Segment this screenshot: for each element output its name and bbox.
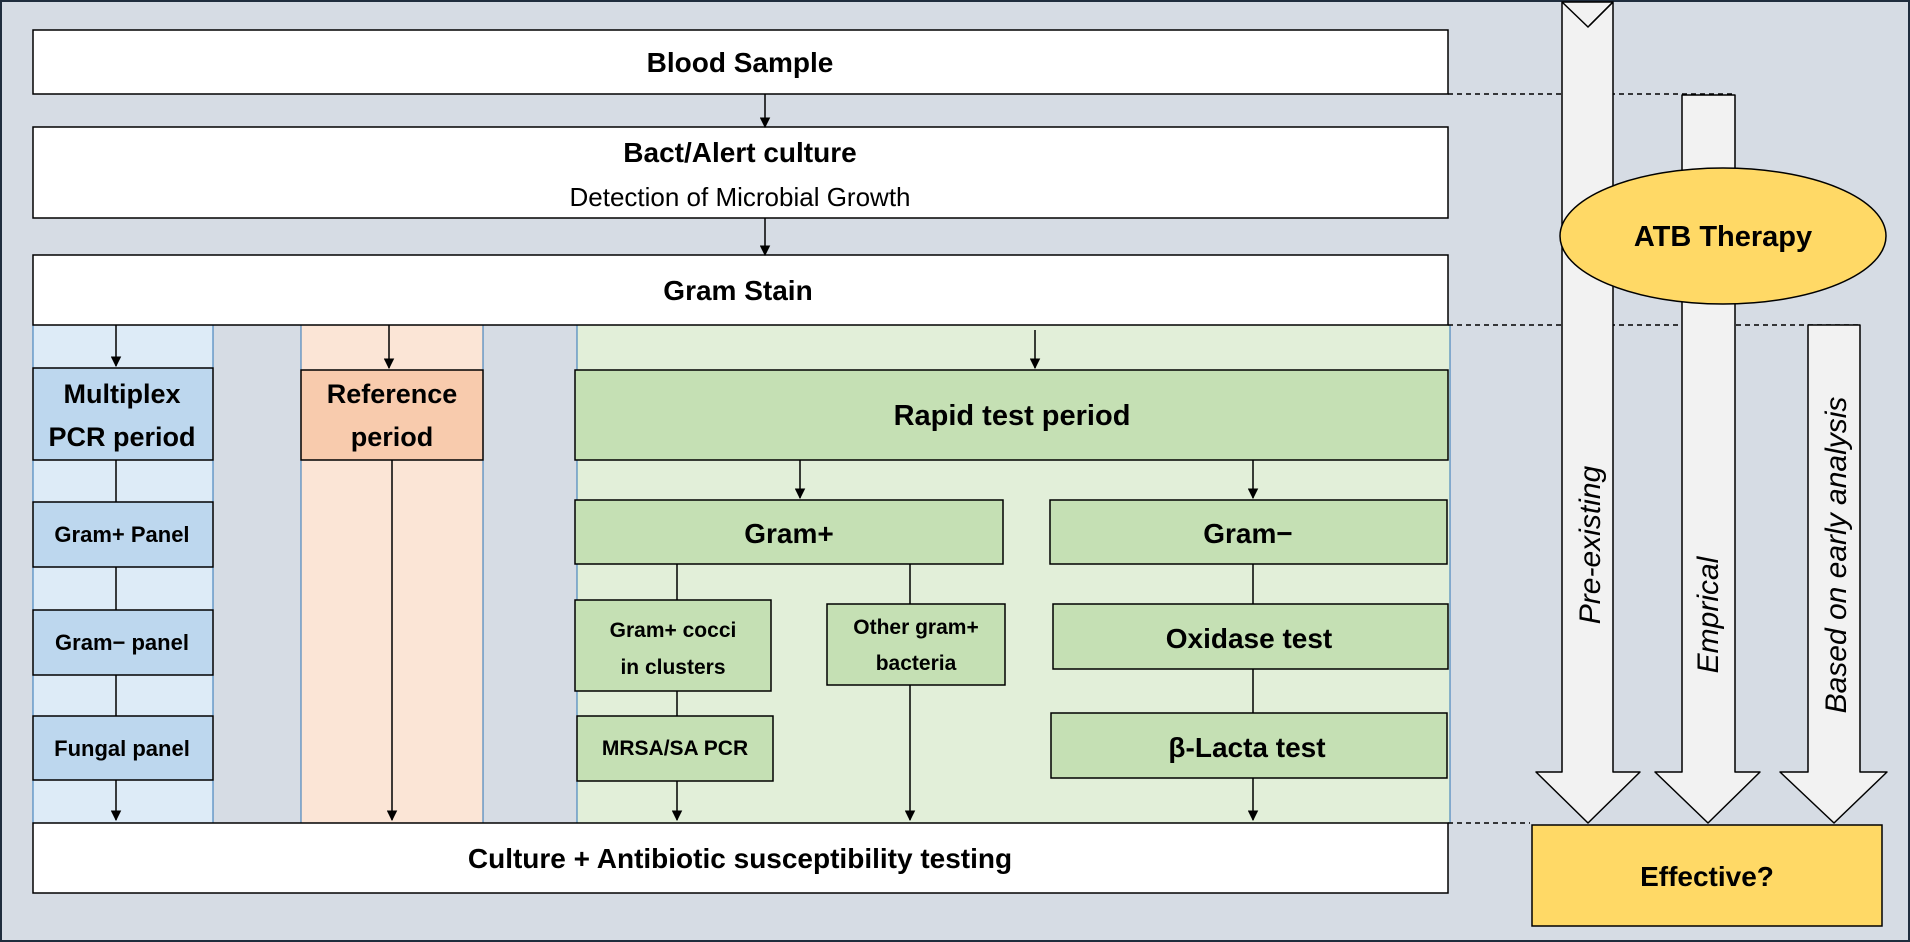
multiplex-pcr-box: Multiplex PCR period — [32, 367, 214, 461]
beta-lacta-box: β-Lacta test — [1050, 712, 1448, 779]
rapid-test-label: Rapid test period — [894, 400, 1131, 432]
gram-stain-label: Gram Stain — [663, 275, 812, 306]
bact-alert-subtitle: Detection of Microbial Growth — [569, 182, 910, 212]
empirical-label: Emprical — [1692, 555, 1725, 673]
mrsa-pcr-box: MRSA/SA PCR — [576, 715, 774, 782]
oxidase-label: Oxidase test — [1166, 623, 1333, 654]
culture-ast-label: Culture + Antibiotic susceptibility test… — [468, 843, 1012, 874]
bact-alert-box: Bact/Alert culture Detection of Microbia… — [32, 126, 1449, 219]
gram-pos-label: Gram+ — [744, 518, 834, 549]
bact-alert-title: Bact/Alert culture — [623, 137, 856, 168]
reference-period-box: Reference period — [300, 369, 484, 461]
other-gram-pos-label-1: Other gram+ — [853, 616, 978, 639]
reference-label-2: period — [351, 422, 434, 452]
gram-pos-panel-label: Gram+ Panel — [54, 522, 189, 547]
oxidase-test-box: Oxidase test — [1052, 603, 1449, 670]
atb-therapy-label: ATB Therapy — [1634, 221, 1812, 253]
gram-pos-panel-box: Gram+ Panel — [32, 501, 214, 568]
gram-neg-box: Gram− — [1049, 499, 1448, 565]
gram-pos-cocci-box: Gram+ cocci in clusters — [574, 599, 772, 692]
gram-neg-label: Gram− — [1203, 518, 1293, 549]
other-gram-pos-label-2: bacteria — [876, 652, 957, 675]
cocci-label-1: Gram+ cocci — [610, 619, 737, 642]
pre-existing-arrow-notch — [1561, 1, 1614, 29]
gram-pos-box: Gram+ — [574, 499, 1004, 565]
early-analysis-arrow — [1779, 324, 1888, 824]
fungal-panel-label: Fungal panel — [54, 736, 190, 761]
cocci-label-2: in clusters — [620, 656, 725, 679]
early-analysis-label: Based on early analysis — [1820, 397, 1853, 714]
mrsa-label: MRSA/SA PCR — [602, 737, 748, 760]
culture-ast-box: Culture + Antibiotic susceptibility test… — [32, 822, 1449, 894]
multiplex-label-2: PCR period — [48, 422, 195, 452]
gram-stain-box: Gram Stain — [32, 254, 1449, 326]
pre-existing-label: Pre-existing — [1574, 465, 1607, 624]
effective-box: Effective? — [1531, 824, 1883, 927]
blood-sample-box: Blood Sample — [32, 29, 1449, 95]
gram-neg-panel-label: Gram− panel — [55, 630, 189, 655]
blood-sample-label: Blood Sample — [647, 47, 834, 78]
beta-lacta-label: β-Lacta test — [1168, 732, 1325, 763]
atb-therapy-ellipse: ATB Therapy — [1559, 167, 1887, 305]
rapid-test-box: Rapid test period — [574, 369, 1449, 461]
effective-label: Effective? — [1640, 861, 1774, 892]
reference-label-1: Reference — [327, 379, 458, 409]
gram-neg-panel-box: Gram− panel — [32, 609, 214, 676]
other-gram-pos-box: Other gram+ bacteria — [826, 603, 1006, 686]
multiplex-label-1: Multiplex — [63, 379, 180, 409]
fungal-panel-box: Fungal panel — [32, 715, 214, 781]
